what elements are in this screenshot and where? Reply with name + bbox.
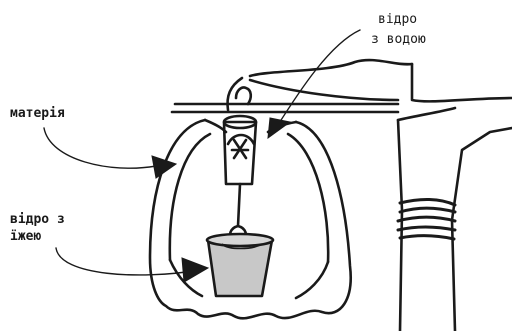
tree-trunk [398,64,512,331]
arrow-fabric-line [44,128,156,168]
arrow-water-head [268,118,290,138]
hanging-cord [230,184,246,240]
label-food-bucket-line1: відро з [10,212,65,228]
water-bucket [224,78,256,184]
label-food-bucket-line2: їжею [10,229,41,245]
food-bucket [207,234,273,296]
arrow-food-line [56,248,200,275]
arrow-water-line [276,30,360,128]
label-water-bucket-line1: відро [378,12,417,28]
arrow-food-head [182,258,208,282]
rope-wrap [398,199,455,239]
label-fabric: матерія [10,106,65,122]
label-water-bucket-line2: з водою [371,32,426,48]
arrow-fabric-head [152,156,176,178]
